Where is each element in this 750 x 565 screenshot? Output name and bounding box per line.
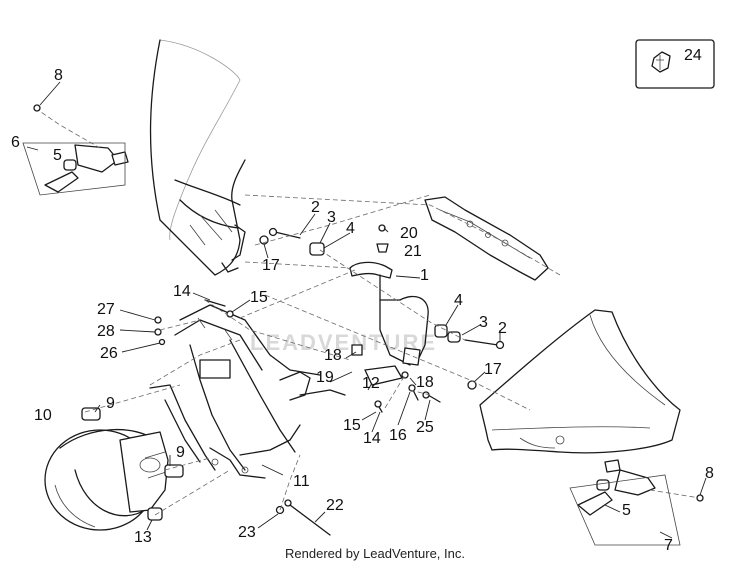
callout-8-right: 8 — [705, 465, 714, 482]
callout-9-lower: 9 — [176, 444, 185, 461]
callout-18-right: 18 — [416, 374, 434, 391]
callout-4-right: 4 — [454, 292, 463, 309]
callout-22: 22 — [326, 497, 344, 514]
side-fairing-right — [479, 309, 681, 454]
callout-6: 6 — [11, 134, 20, 151]
callout-5-right: 5 — [622, 502, 631, 519]
callout-4-upper: 4 — [346, 220, 355, 237]
callout-20: 20 — [400, 225, 418, 242]
callout-17-upper: 17 — [262, 257, 280, 274]
callout-15-upper: 15 — [250, 289, 268, 306]
leader-lines — [26, 81, 707, 539]
callout-28: 28 — [97, 323, 115, 340]
callout-9-upper: 9 — [106, 395, 115, 412]
callout-2-upper: 2 — [311, 199, 320, 216]
callout-18-upper: 18 — [324, 347, 342, 364]
callout-14-upper: 14 — [173, 283, 191, 300]
footer-credit: Rendered by LeadVenture, Inc. — [285, 546, 465, 561]
callout-24: 24 — [684, 47, 702, 64]
callout-23: 23 — [238, 524, 256, 541]
headlight-10 — [44, 428, 169, 531]
central-frame-11 — [149, 304, 346, 479]
callout-19: 19 — [316, 369, 334, 386]
callout-11: 11 — [293, 473, 310, 490]
callout-12: 12 — [362, 375, 380, 392]
callout-5-left: 5 — [53, 147, 62, 164]
callout-3-right: 3 — [479, 314, 488, 331]
callout-25: 25 — [416, 419, 434, 436]
callout-10: 10 — [34, 407, 52, 424]
callout-15-lower: 15 — [343, 417, 361, 434]
callout-1: 1 — [420, 267, 429, 284]
callout-13: 13 — [134, 529, 152, 546]
callout-8-left: 8 — [54, 67, 63, 84]
callout-7: 7 — [664, 537, 673, 554]
turn-indicator-right — [569, 459, 701, 546]
callout-21: 21 — [404, 243, 422, 260]
callout-17-right: 17 — [484, 361, 502, 378]
callout-14-lower: 14 — [363, 430, 381, 447]
callout-16: 16 — [389, 427, 407, 444]
turn-indicator-left — [22, 107, 129, 196]
hardware-fasteners — [33, 104, 704, 536]
callout-labels: 24 8 6 5 2 3 4 20 21 17 1 14 15 27 28 26… — [11, 47, 714, 554]
part-24-inset — [635, 39, 715, 89]
assembly-lines — [84, 194, 561, 516]
callout-2-right: 2 — [498, 320, 507, 337]
callout-27: 27 — [97, 301, 115, 318]
windscreen-upper-cowl — [149, 39, 246, 276]
callout-3-upper: 3 — [327, 209, 336, 226]
instrument-support-bracket — [424, 196, 549, 281]
callout-26: 26 — [100, 345, 118, 362]
